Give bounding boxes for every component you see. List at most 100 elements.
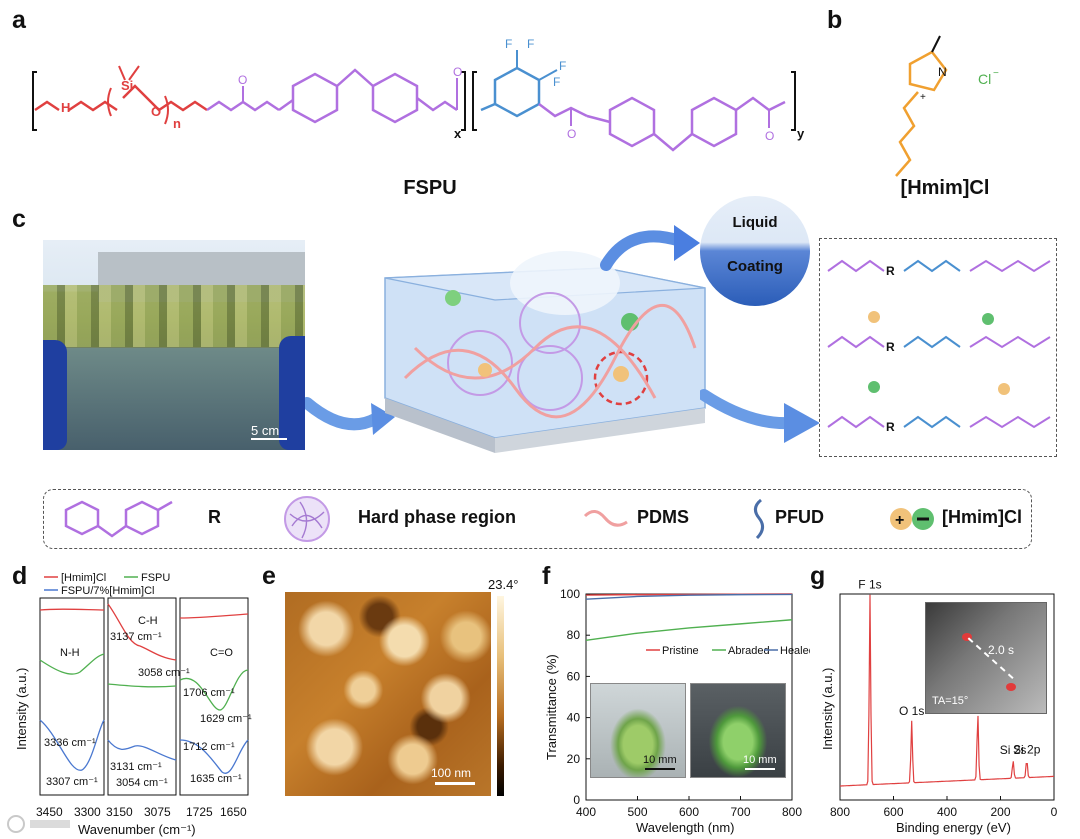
afm-colorbar bbox=[497, 596, 504, 796]
f-series-group bbox=[585, 593, 793, 642]
f-ytick-label: 20 bbox=[567, 752, 581, 766]
xtick-3450: 3450 bbox=[36, 805, 63, 819]
anno-1706: 1706 cm⁻¹ bbox=[183, 687, 235, 699]
g-spectrum bbox=[840, 594, 1054, 787]
g-spectrum-group bbox=[840, 594, 1054, 787]
xlabel-f: Wavelength (nm) bbox=[636, 820, 735, 835]
legend-d-composite: FSPU/7%[Hmim]Cl bbox=[61, 585, 155, 597]
f-ytick-label: 60 bbox=[567, 669, 581, 683]
arrow-to-network bbox=[700, 389, 820, 443]
hmim-title: [Hmim]Cl bbox=[900, 177, 990, 199]
f-xtick-label: 700 bbox=[730, 805, 750, 819]
legend-hard-phase: Hard phase region bbox=[358, 507, 517, 527]
fspu-title: FSPU bbox=[403, 177, 457, 199]
legend-d-fspu: FSPU bbox=[141, 572, 170, 584]
band-ch: C-H bbox=[138, 615, 158, 627]
legend-f-pristine: Pristine bbox=[662, 645, 699, 657]
droplet-start bbox=[962, 633, 972, 641]
subscript-y: y bbox=[797, 126, 805, 141]
afm-scale-bar-line bbox=[435, 782, 475, 785]
droplet-angle: TA=15° bbox=[932, 695, 969, 707]
chart-d: [Hmim]Cl FSPU FSPU/7%[Hmim]Cl N-H 3336 c… bbox=[14, 572, 252, 837]
network-diagram: R R R bbox=[827, 259, 1051, 434]
svg-text:R: R bbox=[886, 420, 895, 434]
plant-inset-left: 10 mm bbox=[590, 683, 686, 778]
xtick-3075: 3075 bbox=[144, 805, 171, 819]
afm-colorbar-max: 23.4° bbox=[488, 577, 519, 592]
glove-left bbox=[43, 340, 67, 450]
anno-1712: 1712 cm⁻¹ bbox=[183, 741, 235, 753]
anno-3336: 3336 cm⁻¹ bbox=[44, 737, 96, 749]
band-co: C=O bbox=[210, 647, 233, 659]
svg-text:F: F bbox=[527, 37, 534, 51]
f-series-abraded bbox=[585, 619, 793, 642]
anno-3058: 3058 cm⁻¹ bbox=[138, 667, 190, 679]
svg-text:O: O bbox=[765, 129, 774, 143]
g-xtick-label: 600 bbox=[883, 805, 903, 819]
ylabel-g: Intensity (a.u.) bbox=[820, 668, 835, 750]
afm-image: 100 nm bbox=[285, 592, 491, 796]
anno-3054: 3054 cm⁻¹ bbox=[116, 777, 168, 789]
r-structure-icon bbox=[64, 500, 173, 538]
f-series-healed bbox=[585, 593, 793, 600]
atom-f: F bbox=[505, 37, 512, 51]
atom-si: Si bbox=[121, 78, 133, 93]
anno-3307: 3307 cm⁻¹ bbox=[46, 776, 98, 788]
legend-pfud: PFUD bbox=[775, 507, 824, 527]
plant-inset-right: 10 mm bbox=[690, 683, 786, 778]
cation-n: N bbox=[938, 65, 947, 79]
g-xtick-label: 200 bbox=[990, 805, 1010, 819]
f-ytick-label: 100 bbox=[560, 587, 580, 601]
afm-scale-bar-label: 100 nm bbox=[431, 766, 472, 780]
f-xtick-label: 400 bbox=[576, 805, 596, 819]
cation-charge: + bbox=[920, 92, 926, 103]
plant-inset-right-scale-line bbox=[745, 768, 775, 770]
plant-inset-left-scale: 10 mm bbox=[643, 754, 677, 766]
f-ytick-label: 40 bbox=[567, 711, 581, 725]
legend-pdms: PDMS bbox=[637, 507, 690, 527]
glove-right bbox=[279, 336, 305, 450]
g-xtick-label: 800 bbox=[830, 805, 850, 819]
g-peak-label: Si 2p bbox=[1013, 743, 1041, 757]
f-ytick-label: 0 bbox=[573, 793, 580, 807]
anno-1635: 1635 cm⁻¹ bbox=[190, 773, 242, 785]
svg-text:F: F bbox=[559, 59, 566, 73]
g-xtick-label: 0 bbox=[1051, 805, 1058, 819]
fspu-structure: H Si O n O O x F F F F O O y bbox=[32, 37, 805, 152]
coating-label: Coating bbox=[727, 258, 783, 275]
liquid-label: Liquid bbox=[732, 214, 778, 231]
anion-charge: − bbox=[993, 68, 999, 79]
atom-o: O bbox=[151, 104, 161, 119]
f-xtick-label: 600 bbox=[679, 805, 699, 819]
coating-illustration bbox=[384, 251, 706, 453]
pdms-icon bbox=[583, 510, 628, 527]
plant-inset-right-scale: 10 mm bbox=[743, 754, 777, 766]
svg-text:+: + bbox=[895, 512, 904, 529]
scale-bar-line bbox=[251, 438, 287, 440]
xlabel-g: Binding energy (eV) bbox=[896, 820, 1011, 835]
xtick-3150: 3150 bbox=[106, 805, 133, 819]
ylabel-f: Transmittance (%) bbox=[544, 654, 559, 760]
panel-label-f: f bbox=[542, 562, 551, 590]
legend-ionic-liquid: [Hmim]Cl bbox=[942, 507, 1022, 527]
arrow-to-circle bbox=[600, 225, 700, 271]
atom-nh: H bbox=[61, 100, 70, 115]
f-ytick-label: 80 bbox=[567, 628, 581, 642]
panel-label-d: d bbox=[12, 562, 28, 590]
anno-1629: 1629 cm⁻¹ bbox=[200, 713, 252, 725]
g-peak-label: Si 2s bbox=[1000, 743, 1027, 757]
anno-3131: 3131 cm⁻¹ bbox=[110, 761, 162, 773]
f-yticks-group: 0 20 40 60 80 100 bbox=[560, 587, 590, 807]
liquid-coating-circle: Liquid Coating bbox=[700, 196, 810, 306]
plant-inset-left-scale-line bbox=[645, 768, 675, 770]
f-xtick-label: 500 bbox=[627, 805, 647, 819]
network-box: R R R bbox=[819, 238, 1057, 457]
panel-label-c: c bbox=[12, 205, 26, 233]
svg-text:O: O bbox=[567, 127, 576, 141]
band-nh: N-H bbox=[60, 647, 80, 659]
scale-bar-label: 5 cm bbox=[251, 423, 280, 438]
subscript-n: n bbox=[173, 116, 181, 131]
watermark bbox=[6, 814, 76, 834]
